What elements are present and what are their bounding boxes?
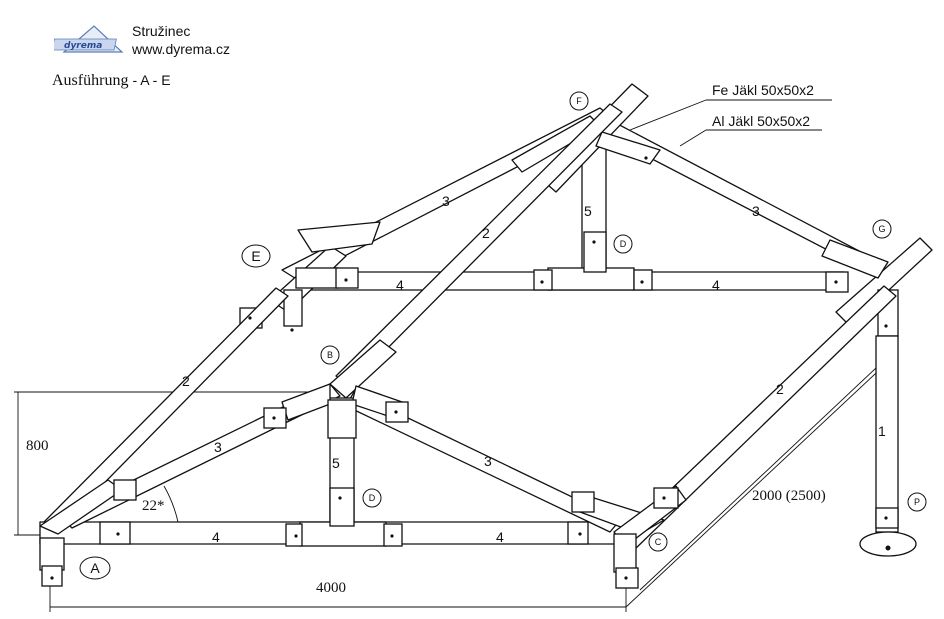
part-number-tie-back-right: 4 bbox=[712, 277, 720, 293]
part-number-king-front: 5 bbox=[332, 455, 340, 471]
height-dimension: 800 bbox=[26, 438, 49, 454]
post-p bbox=[859, 335, 917, 557]
node-d-back-label: D bbox=[620, 239, 627, 249]
logo: dyrema bbox=[51, 22, 124, 54]
front-frame bbox=[39, 339, 687, 589]
part-number-rafter-a: 2 bbox=[182, 373, 190, 389]
dimension-labels: 800 4000 2000 (2500) 22* bbox=[26, 438, 826, 596]
node-a-label: A bbox=[90, 560, 100, 576]
node-c-label: C bbox=[655, 537, 662, 547]
al-material-label: Al Jäkl 50x50x2 bbox=[712, 113, 810, 129]
part-number-post: 1 bbox=[878, 423, 886, 439]
depth-dimension: 2000 (2500) bbox=[752, 488, 826, 504]
node-p-marker: P bbox=[907, 492, 927, 512]
part-number-tie-front-left: 4 bbox=[212, 529, 220, 545]
node-b-label: B bbox=[327, 350, 333, 360]
node-b-marker: B bbox=[320, 345, 340, 365]
length-dimension: 4000 bbox=[316, 580, 346, 596]
node-d-back-marker: D bbox=[613, 234, 633, 254]
node-p-label: P bbox=[914, 497, 920, 507]
variant-value: - A - E bbox=[132, 72, 171, 88]
part-number-brace-back-left: 3 bbox=[442, 193, 450, 209]
variant-label: Ausführung bbox=[52, 72, 129, 89]
logo-icon: dyrema bbox=[51, 25, 124, 53]
node-f-label: F bbox=[576, 96, 582, 106]
angle-dimension: 22* bbox=[142, 498, 165, 514]
part-number-rafter-b: 2 bbox=[482, 225, 490, 241]
node-markers: A B C D D E F G bbox=[79, 91, 927, 580]
back-frame bbox=[239, 83, 933, 337]
part-number-brace-front-right: 3 bbox=[484, 453, 492, 469]
part-number-labels: 1 2 2 2 3 3 3 3 4 4 4 4 5 5 bbox=[182, 193, 886, 545]
node-f-marker: F bbox=[569, 91, 589, 111]
node-c-marker: C bbox=[648, 532, 668, 552]
logo-text: dyrema bbox=[64, 41, 102, 51]
part-number-king-back: 5 bbox=[584, 203, 592, 219]
company-name: Stružinec bbox=[132, 23, 191, 39]
part-number-brace-front-left: 3 bbox=[214, 439, 222, 455]
node-d-front-marker: D bbox=[362, 488, 382, 508]
node-e-label: E bbox=[251, 248, 260, 264]
part-number-brace-back-right: 3 bbox=[752, 203, 760, 219]
fe-material-label: Fe Jäkl 50x50x2 bbox=[712, 82, 814, 98]
node-g-label: G bbox=[878, 224, 885, 234]
node-e-marker: E bbox=[241, 244, 271, 268]
node-a-marker: A bbox=[79, 556, 111, 580]
part-number-tie-back-left: 4 bbox=[396, 277, 404, 293]
node-d-front-label: D bbox=[369, 493, 376, 503]
material-callouts: Fe Jäkl 50x50x2 Al Jäkl 50x50x2 bbox=[629, 82, 832, 147]
node-g-marker: G bbox=[872, 219, 892, 239]
bolt-marks bbox=[50, 156, 888, 580]
variant-title: Ausführung - A - E bbox=[52, 72, 171, 90]
part-number-rafter-c: 2 bbox=[776, 381, 784, 397]
website-link[interactable]: www.dyrema.cz bbox=[132, 41, 231, 57]
long-rafters bbox=[43, 103, 897, 553]
part-number-tie-front-right: 4 bbox=[496, 529, 504, 545]
